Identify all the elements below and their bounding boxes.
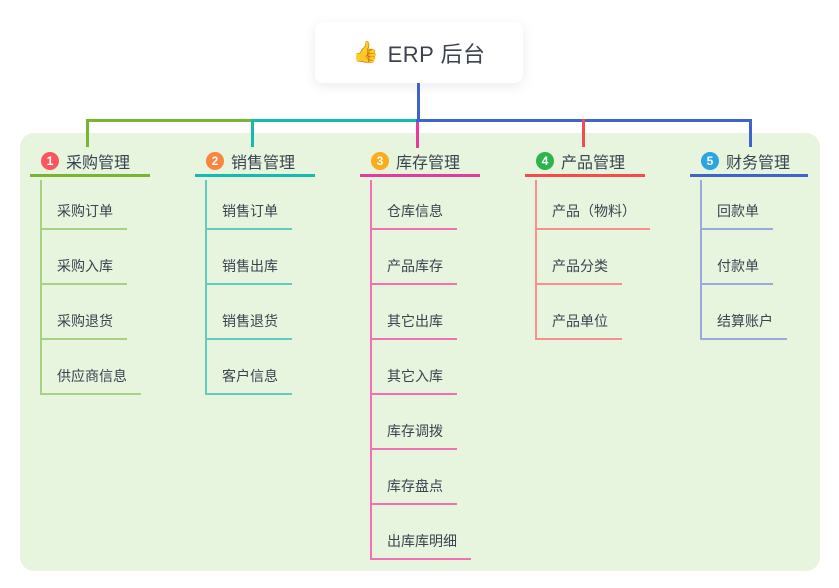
branch-header-finance[interactable]: 5 财务管理: [690, 148, 808, 177]
node-purchase-inbound[interactable]: 采购入库: [40, 257, 127, 285]
branch-badge-1: 1: [41, 152, 59, 170]
node-sales-order[interactable]: 销售订单: [205, 202, 292, 230]
root-title: ERP 后台: [387, 41, 486, 67]
connector-drop-sales: [251, 119, 254, 147]
node-sales-return[interactable]: 销售退货: [205, 312, 292, 340]
node-warehouse-info[interactable]: 仓库信息: [370, 202, 457, 230]
node-sales-outbound[interactable]: 销售出库: [205, 257, 292, 285]
node-product-material[interactable]: 产品（物料）: [535, 202, 650, 230]
connector-bus-teal: [251, 119, 418, 122]
branch-connector-line: [535, 180, 537, 340]
connector-bus-green: [86, 119, 253, 122]
connector-drop-finance: [749, 119, 752, 147]
branch-connector-line: [205, 180, 207, 395]
branch-connector-line: [370, 180, 372, 560]
node-settlement-account[interactable]: 结算账户: [700, 312, 787, 340]
branch-connector-line: [40, 180, 42, 395]
connector-root-drop: [417, 83, 420, 119]
node-purchase-return[interactable]: 采购退货: [40, 312, 127, 340]
node-payment-doc[interactable]: 付款单: [700, 257, 773, 285]
branch-badge-3: 3: [371, 152, 389, 170]
branch-label: 财务管理: [726, 155, 791, 172]
connector-drop-product: [582, 119, 585, 147]
node-outbound-detail[interactable]: 出库库明细: [370, 532, 471, 560]
root-node[interactable]: 👍 ERP 后台: [315, 22, 523, 83]
branch-header-inventory[interactable]: 3 库存管理: [360, 148, 480, 177]
branch-label: 产品管理: [561, 155, 626, 172]
node-purchase-order[interactable]: 采购订单: [40, 202, 127, 230]
branch-header-product[interactable]: 4 产品管理: [525, 148, 645, 177]
branch-connector-line: [700, 180, 702, 340]
branch-badge-4: 4: [536, 152, 554, 170]
thumbs-up-icon: 👍: [352, 41, 379, 64]
node-product-category[interactable]: 产品分类: [535, 257, 622, 285]
node-stock-check[interactable]: 库存盘点: [370, 477, 457, 505]
node-collection-doc[interactable]: 回款单: [700, 202, 773, 230]
node-other-inbound[interactable]: 其它入库: [370, 367, 457, 395]
connector-drop-purchase: [86, 119, 89, 147]
node-other-outbound[interactable]: 其它出库: [370, 312, 457, 340]
node-customer-info[interactable]: 客户信息: [205, 367, 292, 395]
branch-badge-2: 2: [206, 152, 224, 170]
branch-label: 销售管理: [231, 155, 296, 172]
branch-badge-5: 5: [701, 152, 719, 170]
node-product-unit[interactable]: 产品单位: [535, 312, 622, 340]
branch-label: 采购管理: [66, 155, 131, 172]
node-product-stock[interactable]: 产品库存: [370, 257, 457, 285]
node-supplier-info[interactable]: 供应商信息: [40, 367, 141, 395]
branches-panel: [20, 133, 820, 571]
branch-header-purchase[interactable]: 1 采购管理: [30, 148, 150, 177]
node-stock-transfer[interactable]: 库存调拨: [370, 422, 457, 450]
branch-header-sales[interactable]: 2 销售管理: [195, 148, 315, 177]
connector-drop-inventory: [416, 122, 419, 148]
branch-label: 库存管理: [396, 155, 461, 172]
